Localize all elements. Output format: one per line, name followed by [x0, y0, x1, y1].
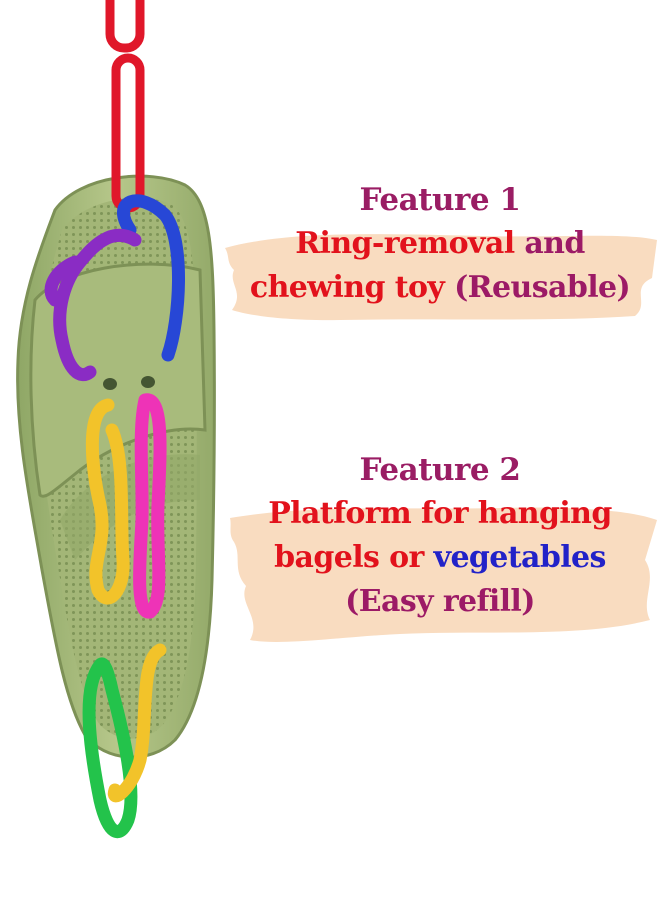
feature-1-block: Feature 1 Ring-removal and chewing toy (…	[220, 178, 660, 321]
feature-1-line-1-part-b: and	[514, 226, 585, 261]
feature-1-line-2-part-a: chewing toy	[249, 270, 445, 305]
feature-2-line-1: Platform for hanging	[268, 496, 612, 531]
brush-stroke-background	[225, 234, 657, 321]
plastic-links	[44, 194, 185, 838]
feature-1-line-1: Ring-removal and	[220, 222, 660, 266]
feature-1-line-2-part-b: (Reusable)	[444, 270, 631, 305]
feature-2-title: Feature 2	[359, 452, 521, 488]
feature-1-line-1-part-a: Ring-removal	[295, 226, 515, 261]
feature-2-line-2: bagels or vegetables	[220, 536, 660, 580]
feature-1-title: Feature 1	[359, 182, 521, 218]
feature-2-line-2-part-b: vegetables	[423, 540, 607, 575]
feature-2-line-2-part-a: bagels or	[274, 540, 424, 575]
feature-2-block: Feature 2 Platform for hanging bagels or…	[220, 448, 660, 643]
feature-1-line-2: chewing toy (Reusable)	[220, 266, 660, 310]
feature-2-line-3: (Easy refill)	[345, 584, 535, 619]
brush-stroke-background	[230, 507, 657, 643]
